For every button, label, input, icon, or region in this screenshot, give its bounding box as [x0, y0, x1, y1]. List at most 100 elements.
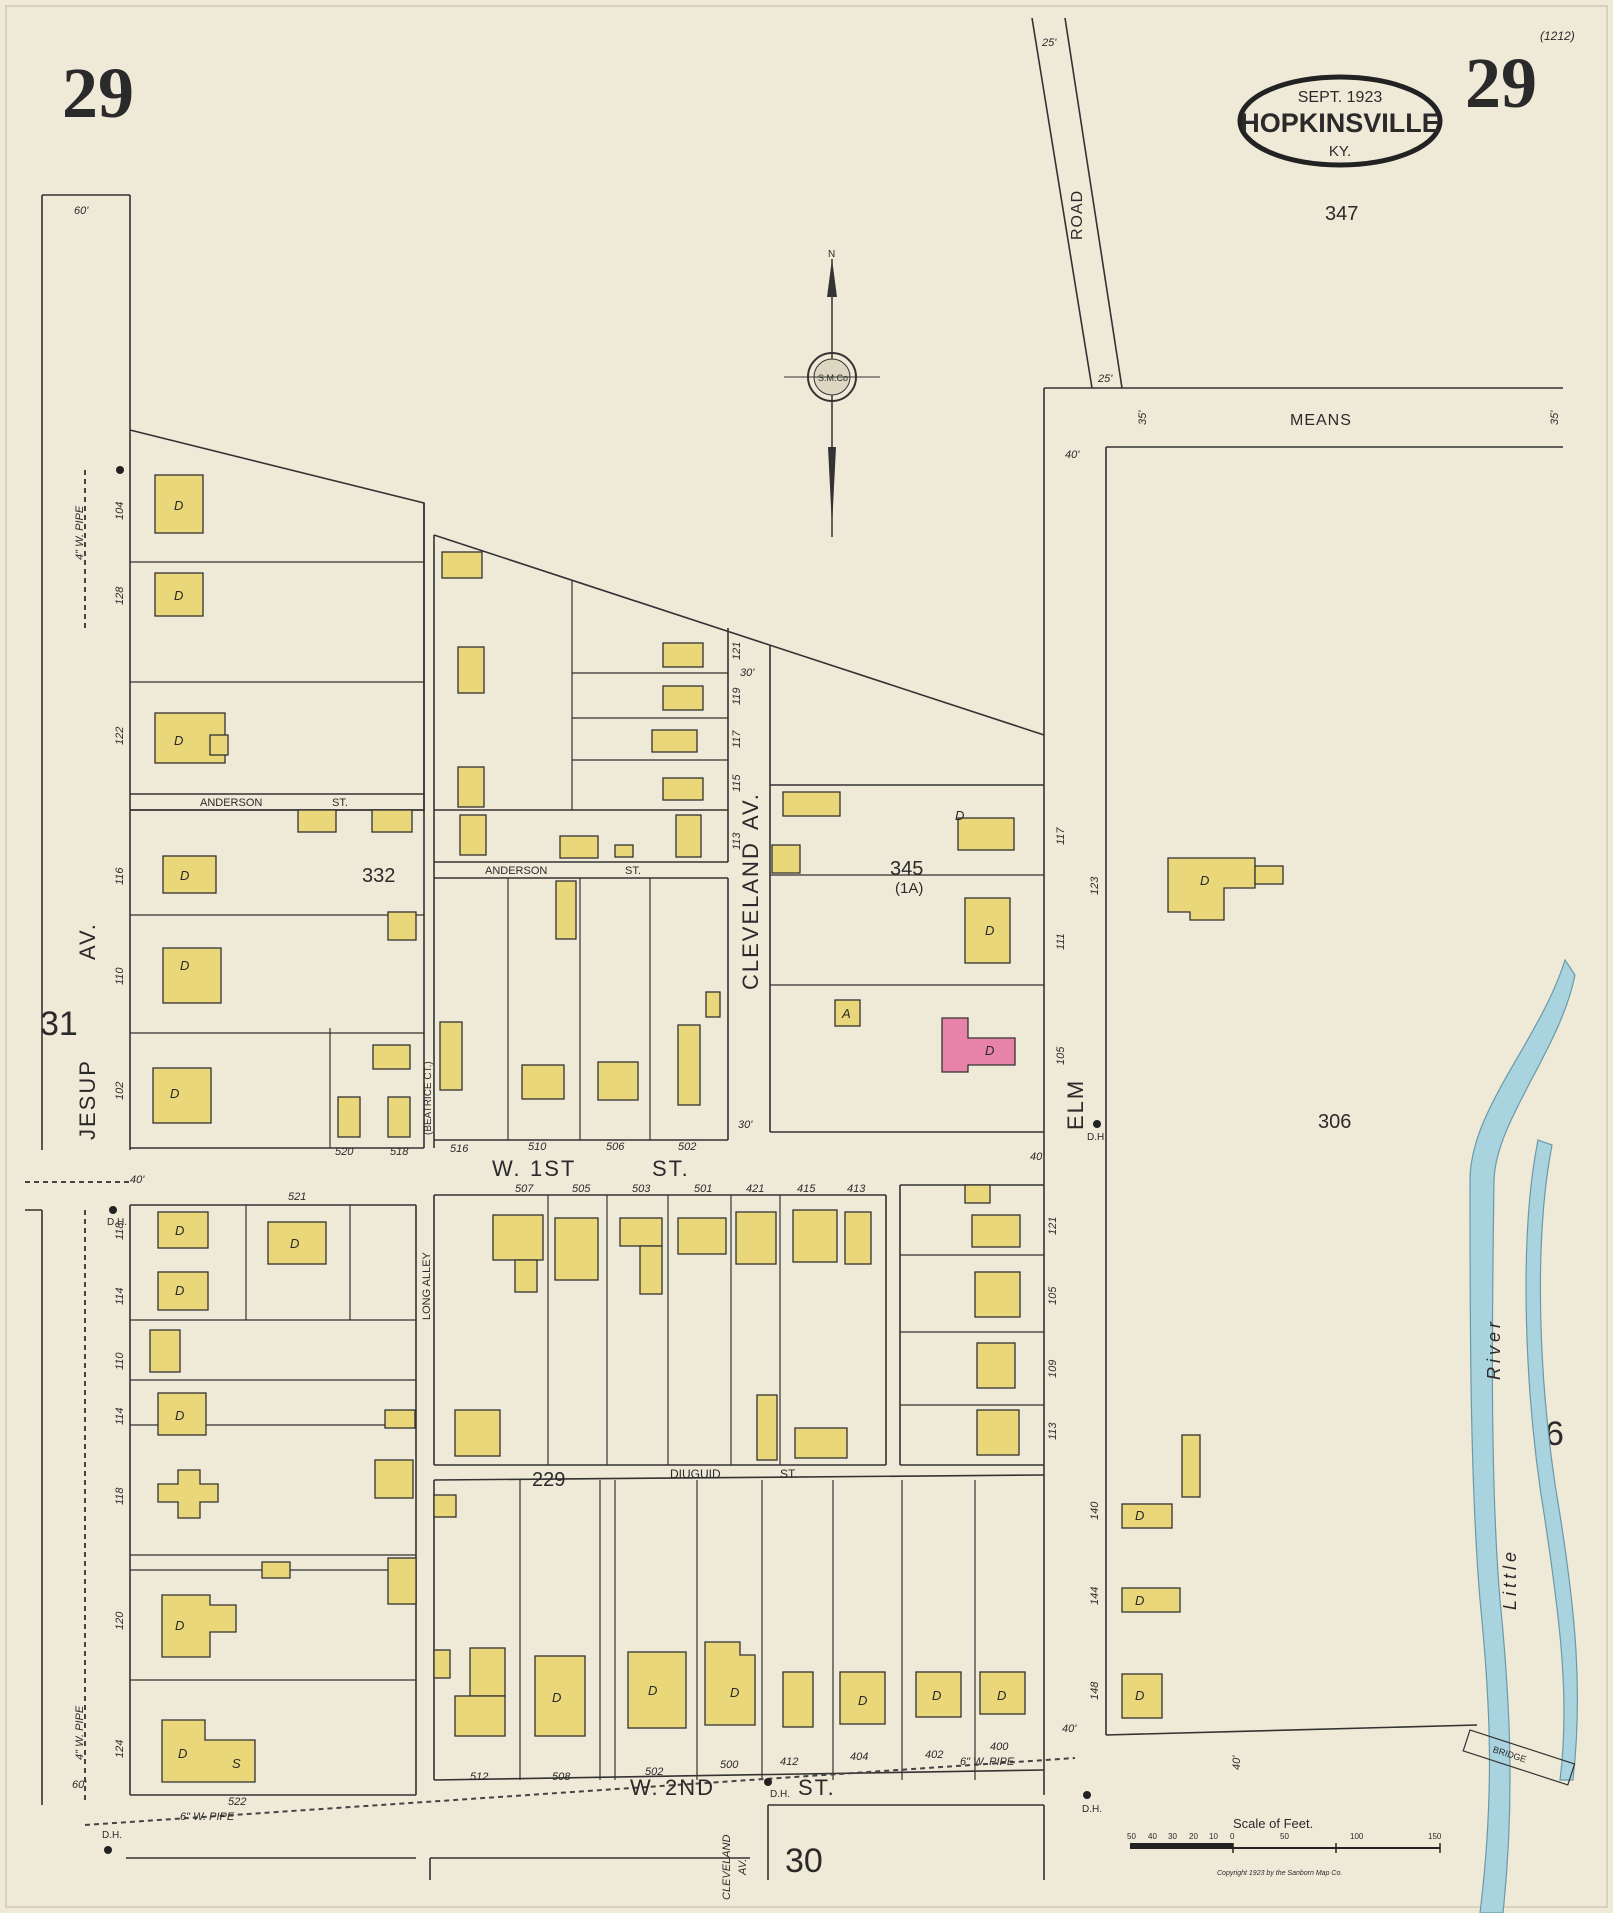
scale-tick: 150 [1428, 1832, 1442, 1841]
block-345: 345 [890, 858, 923, 880]
address-label: 415 [797, 1183, 816, 1195]
street-diuguid: DIUGUID [670, 1467, 721, 1481]
dwelling [782, 1671, 814, 1728]
address-label: 116 [114, 867, 126, 885]
scale-tick: 50 [1127, 1832, 1136, 1841]
address-label: 512 [470, 1771, 488, 1783]
street-widths: 60' 25' 25' 35' 35' 40' 30' 30' 40' 40' … [72, 37, 1561, 1791]
dwelling [555, 880, 577, 940]
street-cleveland-bottom-av: AV. [737, 1859, 749, 1876]
address-label: 114 [114, 1287, 126, 1305]
dwelling [149, 1329, 181, 1373]
river-label-little: Little [1500, 1548, 1520, 1610]
address-label: 118 [114, 1222, 126, 1240]
dwelling [384, 1409, 416, 1429]
scale-tick: 40 [1148, 1832, 1157, 1841]
address-label: 521 [288, 1191, 306, 1203]
dwelling [964, 897, 1011, 964]
auto-garage [374, 1459, 414, 1499]
street-beatrice-ct: (BEATRICE CT.) [423, 1061, 434, 1135]
scale-tick: 30 [1168, 1832, 1177, 1841]
river-channel [1469, 958, 1576, 1913]
dwelling [157, 1469, 219, 1519]
address-label: 105 [1047, 1286, 1059, 1305]
dwelling [209, 734, 229, 756]
dwelling [441, 551, 483, 579]
width-label: 40' [1030, 1151, 1045, 1163]
dwelling [559, 835, 599, 859]
dwelling [157, 1211, 209, 1249]
width-label: 25' [1097, 373, 1113, 385]
dwelling-mark: D [552, 1690, 561, 1705]
dwelling [162, 855, 217, 894]
dwelling [976, 1342, 1016, 1389]
street-labels: MEANS ROAD JESUP AV. CLEVELAND AV. ELM A… [75, 190, 1352, 1900]
dwelling-mark: D [648, 1683, 657, 1698]
dwelling-mark: D [932, 1688, 941, 1703]
dwelling-mark: D [175, 1408, 184, 1423]
dwelling [267, 1221, 327, 1265]
address-label: 510 [528, 1141, 547, 1153]
store-building [941, 1017, 1016, 1073]
copyright: Copyright 1923 by the Sanborn Map Co. [1217, 1870, 1342, 1877]
dwelling [387, 1096, 411, 1138]
hydrant-icon [116, 466, 124, 474]
hydrant-label: D.H. [770, 1789, 790, 1800]
street-jesup-av: AV. [75, 922, 100, 960]
block-347: 347 [1325, 203, 1358, 225]
dwelling [979, 1671, 1026, 1715]
dwelling-mark: D [174, 733, 183, 748]
address-label: 120 [114, 1611, 126, 1630]
width-label: 60' [74, 205, 89, 217]
scale-tick: 100 [1350, 1832, 1364, 1841]
address-label: 520 [335, 1146, 354, 1158]
dwelling [971, 1214, 1021, 1248]
dwelling [457, 646, 485, 694]
block-345-sub: (1A) [895, 880, 923, 897]
pipe-label-jesup-bottom: 4" W. PIPE [74, 1705, 86, 1760]
dwelling [457, 766, 485, 808]
address-labels: 104 128 122 116 110 102 118 114 110 114 … [114, 502, 1101, 1808]
dwelling [735, 1211, 777, 1265]
dwelling [662, 777, 704, 801]
address-label: 109 [1047, 1360, 1059, 1378]
width-label: 30' [740, 667, 755, 679]
dwelling [469, 1647, 506, 1697]
dwelling-marks: D D D D D D D D D A D D D D D D D S D D … [170, 498, 1209, 1771]
address-label: 123 [1089, 876, 1101, 895]
dwelling [651, 729, 698, 753]
address-label: 404 [850, 1751, 868, 1763]
stable-mark: S [232, 1756, 241, 1771]
dwelling [614, 844, 634, 858]
dwelling [337, 1096, 361, 1138]
address-label: 104 [114, 502, 126, 520]
address-label: 113 [731, 832, 743, 850]
auto-mark: A [841, 1006, 851, 1021]
dwelling-mark: D [985, 1043, 994, 1058]
width-label: 40' [1231, 1755, 1243, 1770]
river-label-river: River [1484, 1318, 1504, 1380]
dwelling [157, 1392, 207, 1436]
address-label: 110 [114, 1352, 126, 1370]
dwelling [792, 1209, 838, 1263]
cartouche-city: HOPKINSVILLE [1240, 108, 1440, 138]
street-means: MEANS [1290, 412, 1352, 429]
address-label: 412 [780, 1756, 798, 1768]
dwelling [662, 685, 704, 711]
street-elm: ELM [1063, 1079, 1088, 1130]
scale-tick: 20 [1189, 1832, 1198, 1841]
dwelling [839, 1671, 886, 1725]
dwelling-mark: D [1135, 1508, 1144, 1523]
width-label: 25' [1041, 37, 1057, 49]
dwelling-mark: D [178, 1746, 187, 1761]
dwelling-mark: D [997, 1688, 1006, 1703]
dwelling-mark: D [175, 1618, 184, 1633]
hydrant-label: D.H. [1082, 1804, 1102, 1815]
pipe-label-w2nd-right: 6" W. PIPE [960, 1756, 1015, 1768]
street-anderson-mid: ANDERSON [485, 865, 547, 877]
hydrant-icon [1083, 1791, 1091, 1799]
dwelling [157, 1271, 209, 1311]
dwelling [152, 1067, 212, 1124]
dwelling [1181, 1434, 1201, 1498]
